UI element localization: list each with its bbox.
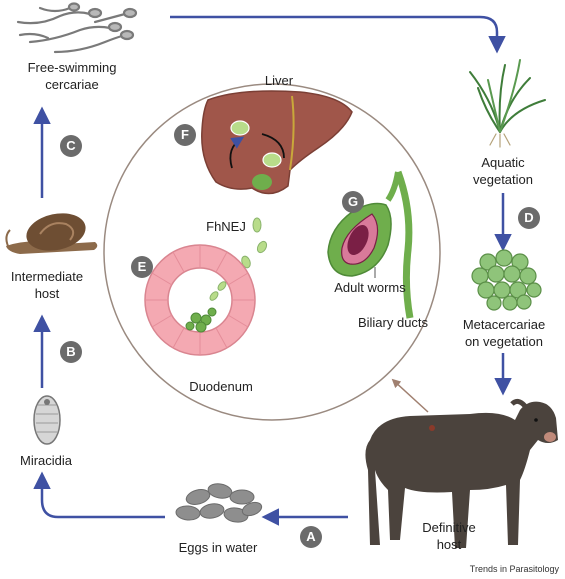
- arrow-host-to-circle: [391, 378, 429, 413]
- arrow-eggs-to-miracidia: [33, 471, 165, 519]
- miracidium-illustration: [33, 395, 61, 445]
- label-miracidia: Miracidia: [19, 453, 72, 468]
- eggs-illustration: [175, 483, 263, 523]
- label-duodenum: Duodenum: [189, 379, 253, 394]
- badge-b: B: [60, 341, 82, 363]
- badge-d: D: [518, 207, 540, 229]
- label-definitive-host: Definitive host: [422, 520, 476, 552]
- label-eggs: Eggs in water: [178, 540, 258, 555]
- label-biliary-ducts: Biliary ducts: [357, 315, 429, 330]
- snail-illustration: [5, 213, 98, 254]
- label-cercariae: Free-swimming cercariae: [27, 60, 117, 92]
- cycle-arrows: [33, 15, 512, 526]
- grass-illustration: [469, 59, 546, 148]
- duodenum-illustration: [144, 244, 256, 356]
- label-intermediate-host: Intermediate host: [10, 269, 84, 301]
- label-fhnej: FhNEJ: [206, 219, 246, 234]
- badge-g: G: [342, 191, 364, 213]
- liver-illustration: [201, 90, 353, 195]
- metacercariae-illustration: [471, 249, 542, 311]
- gallbladder-illustration: [327, 170, 414, 319]
- cercariae-illustration: [16, 2, 138, 54]
- label-metacercariae: Metacercariae on vegetation: [462, 317, 546, 349]
- source-credit: Trends in Parasitology: [469, 564, 559, 574]
- badge-e: E: [131, 256, 153, 278]
- cow-illustration: [365, 398, 558, 548]
- badge-c: C: [60, 135, 82, 157]
- host-organs-circle: [103, 83, 441, 421]
- label-liver: Liver: [264, 73, 294, 88]
- badge-a: A: [300, 526, 322, 548]
- label-vegetation: Aquatic vegetation: [473, 155, 533, 187]
- label-adult-worms: Adult worms: [334, 280, 406, 295]
- arrow-cercariae-to-vegetation: [170, 15, 506, 54]
- badge-f: F: [174, 124, 196, 146]
